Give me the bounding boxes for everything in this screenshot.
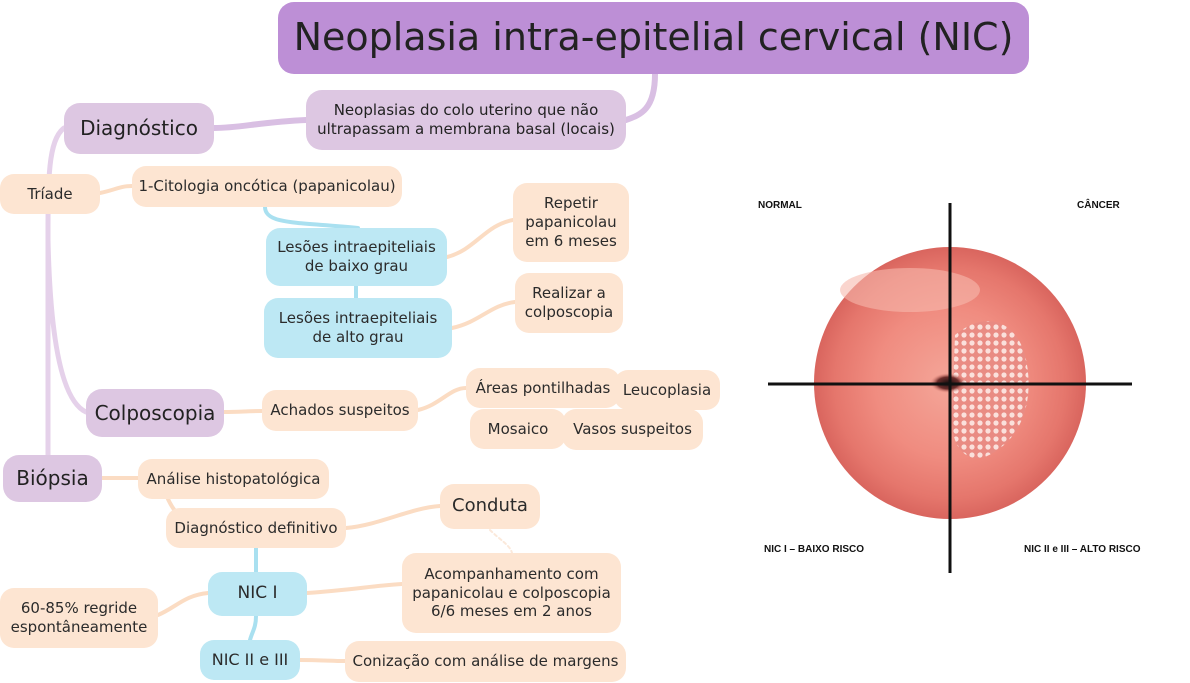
link-triade-citologia: [98, 184, 134, 195]
mosaico-node: Mosaico: [470, 409, 566, 449]
link-conduta-acomp: [489, 529, 513, 554]
link-citologia-baixo: [263, 205, 360, 230]
analise-node: Análise histopatológica: [138, 459, 329, 499]
lesao-baixo-grau-node: Lesões intraepiteliais de baixo grau: [266, 228, 447, 286]
link-nic1-regride: [156, 591, 210, 617]
achados-node: Achados suspeitos: [262, 390, 418, 431]
link-nic1-acomp: [305, 582, 404, 595]
link-nic1-nic23: [248, 614, 258, 642]
title-node: Neoplasia intra-epitelial cervical (NIC): [278, 2, 1029, 74]
cancer-lesion-area: [951, 321, 1029, 459]
colposcopia-node: Colposcopia: [86, 389, 224, 437]
lesao-alto-grau-node: Lesões intraepiteliais de alto grau: [264, 298, 452, 358]
link-alto-realizar: [450, 300, 517, 330]
label-nic23-alto-risco: NIC II e III – ALTO RISCO: [1024, 544, 1141, 555]
diagnostico-definitivo-node: Diagnóstico definitivo: [166, 508, 346, 548]
nic23-node: NIC II e III: [200, 640, 300, 680]
realizar-node: Realizar a colposcopia: [515, 273, 623, 333]
link-diagnostico-trunk: [45, 125, 67, 458]
link-trunk-colposcopia: [45, 237, 89, 415]
definition-node: Neoplasias do colo uterino que não ultra…: [306, 90, 626, 150]
link-definitivo-conduta: [344, 504, 442, 530]
nic1-node: NIC I: [208, 572, 307, 616]
conduta-node: Conduta: [440, 484, 540, 529]
link-nic23-conizacao: [298, 658, 347, 663]
biopsia-node: Biópsia: [3, 455, 102, 502]
regride-node: 60-85% regride espontâneamente: [0, 588, 158, 648]
link-achados-areas: [416, 386, 468, 412]
label-normal: NORMAL: [758, 200, 802, 211]
conizacao-node: Conização com análise de margens: [345, 641, 626, 682]
link-colposcopia-achados: [222, 409, 264, 414]
vasos-suspeitos-node: Vasos suspeitos: [562, 409, 703, 450]
link-title-definition: [623, 71, 658, 123]
leucoplasia-node: Leucoplasia: [614, 370, 720, 410]
label-nic1-baixo-risco: NIC I – BAIXO RISCO: [764, 544, 865, 555]
repetir-node: Repetir papanicolau em 6 meses: [513, 183, 629, 262]
link-definition-diagnostico: [211, 117, 309, 131]
diagnostico-node: Diagnóstico: [64, 103, 214, 154]
citologia-node: 1-Citologia oncótica (papanicolau): [132, 166, 402, 207]
label-cancer: CÂNCER: [1077, 200, 1120, 211]
cervix-illustration: [768, 203, 1132, 573]
acompanhamento-node: Acompanhamento com papanicolau e colposc…: [402, 553, 621, 633]
triade-node: Tríade: [0, 174, 100, 214]
link-baixo-repetir: [445, 218, 515, 259]
areas-pontilhadas-node: Áreas pontilhadas: [466, 368, 620, 408]
